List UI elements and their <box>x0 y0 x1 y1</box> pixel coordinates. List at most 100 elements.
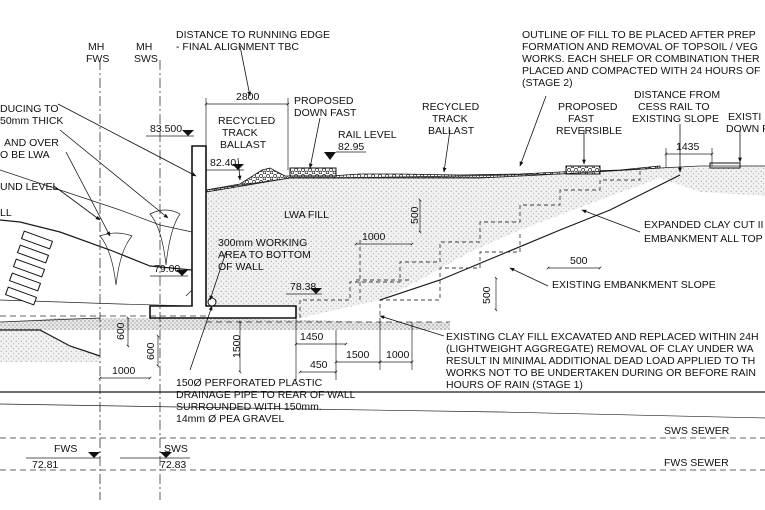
outline-fill-5: (STAGE 2) <box>522 77 573 89</box>
proposed-reversible-1: PROPOSED <box>558 101 618 113</box>
level-83500: 83.500 <box>150 123 182 135</box>
mh-fws-label-1: MH <box>88 41 104 53</box>
existing-clay-2: (LIGHTWEIGHT AGGREGATE) REMOVAL OF CLAY … <box>446 343 753 355</box>
outline-fill-4: PLACED AND COMPACTED WITH 24 HOURS OF <box>522 65 760 77</box>
proposed-down-fast-2: DOWN FAST <box>294 107 357 119</box>
level-8240: 82.40 <box>210 157 236 169</box>
expanded-clay-1: EXPANDED CLAY CUT II <box>644 219 763 231</box>
fws-level-triangle <box>88 452 100 458</box>
lvl-7838-triangle <box>310 288 322 294</box>
left-base-slab-2 <box>0 317 101 323</box>
dim-1435: 1435 <box>676 141 700 153</box>
recycled-ballast-1c: BALLAST <box>220 139 267 151</box>
level-7900: 79.00 <box>154 263 180 275</box>
lvl-8240-triangle <box>232 164 244 170</box>
existing-down-fast-track <box>709 162 741 169</box>
leader-lines <box>53 45 742 371</box>
outline-fill-2: FORMATION AND REMOVAL OF TOPSOIL / VEG <box>522 41 758 53</box>
existing-ground-left <box>0 219 193 271</box>
drainage-pipe <box>207 297 217 307</box>
dim-1000b: 1000 <box>386 349 410 361</box>
dist-cess-2: CESS RAIL TO <box>638 101 710 113</box>
ballast-bed <box>205 165 661 193</box>
left-note-6: LL <box>0 207 12 219</box>
dist-running-label-2: - FINAL ALIGNMENT TBC <box>176 41 299 53</box>
working-area-3: OF WALL <box>218 261 264 273</box>
sws-sewer-label: SWS SEWER <box>664 425 730 437</box>
wall-fillet <box>185 289 193 297</box>
mh-sws-label-1: MH <box>136 41 152 53</box>
dim-1000a: 1000 <box>362 231 386 243</box>
drain-note-1: 150Ø PERFORATED PLASTIC <box>176 377 323 389</box>
stepped-benches <box>299 170 641 318</box>
mh-fws-symbol <box>99 232 133 286</box>
fast-reversible-sleepers <box>565 165 601 175</box>
left-note-5: UND LEVEL <box>0 181 59 193</box>
dim-600a: 600 <box>115 322 127 340</box>
left-note-3: AND OVER <box>4 137 59 149</box>
lwa-fill-label: LWA FILL <box>284 209 329 221</box>
working-area-1: 300mm WORKING <box>218 237 307 249</box>
stepped-benches-lower <box>379 232 521 322</box>
existing-ground-left-2 <box>0 169 193 233</box>
drain-note-4: 14mm Ø PEA GRAVEL <box>176 413 285 425</box>
lwa-fill-area <box>206 166 765 318</box>
existing-clay-5: HOURS OF RAIN (STAGE 1) <box>446 379 583 391</box>
dim-600b: 600 <box>145 342 157 360</box>
proposed-reversible-2: FAST <box>568 113 595 125</box>
dist-running-label-1: DISTANCE TO RUNNING EDGE <box>176 29 330 41</box>
existing-embankment-slope <box>379 174 681 301</box>
existing-down-2: DOWN F <box>726 123 765 135</box>
existing-clay-1: EXISTING CLAY FILL EXCAVATED AND REPLACE… <box>446 331 759 343</box>
fill-outline-top <box>205 165 765 191</box>
ground-contour-1 <box>0 403 765 419</box>
sws-level-triangle <box>160 452 172 458</box>
dim-1000c: 1000 <box>112 365 136 377</box>
mh-sws-label-2: SWS <box>134 53 158 65</box>
sws-label: SWS <box>164 443 188 455</box>
existing-clay-4: WORKS NOT TO BE UNDERTAKEN DURING OR BEF… <box>446 367 756 379</box>
proposed-down-fast-1: PROPOSED <box>294 95 354 107</box>
level-7838: 78.38 <box>290 281 316 293</box>
dim-500a: 500 <box>409 206 421 224</box>
fws-value: 72.81 <box>32 459 58 471</box>
left-step-symbol <box>4 230 54 306</box>
dist-cess-1: DISTANCE FROM <box>634 89 720 101</box>
dim-1450: 1450 <box>300 331 324 343</box>
recycled-ballast-1a: RECYCLED <box>218 115 276 127</box>
recycled-ballast-1b: TRACK <box>222 127 258 139</box>
fws-label: FWS <box>54 443 77 455</box>
recycled-ballast-2b: TRACK <box>432 113 468 125</box>
left-low-fill <box>0 330 100 362</box>
left-base-slab <box>0 329 101 357</box>
drain-note-2: DRAINAGE PIPE TO REAR OF WALL <box>176 389 356 401</box>
drain-note-3: SURROUNDED WITH 150mm. <box>176 401 322 413</box>
dim-500c: 500 <box>481 286 493 304</box>
mh-sws-symbol <box>149 209 181 266</box>
existing-clay-3: RESULT IN MINIMAL ADDITIONAL DEAD LOAD A… <box>446 355 755 367</box>
dim-500b: 500 <box>570 255 588 267</box>
recycled-ballast-2a: RECYCLED <box>422 101 480 113</box>
existing-slope-label: EXISTING EMBANKMENT SLOPE <box>552 279 716 291</box>
rail-level-triangle <box>324 152 336 160</box>
sws-value: 72.83 <box>160 459 186 471</box>
existing-down-1: EXISTI <box>728 111 761 123</box>
left-note-2: 50mm THICK <box>0 115 63 127</box>
dim-1500a: 1500 <box>231 334 243 358</box>
rail-level-label: RAIL LEVEL <box>338 129 397 141</box>
expanded-clay-2: EMBANKMENT ALL TOP <box>644 233 763 245</box>
dim-450: 450 <box>310 359 328 371</box>
working-area-2: AREA TO BOTTOM <box>218 249 311 261</box>
recycled-ballast-2c: BALLAST <box>428 125 475 137</box>
left-note-1: DUCING TO <box>0 103 59 115</box>
left-note-4: O BE LWA <box>0 149 50 161</box>
outline-fill-1: OUTLINE OF FILL TO BE PLACED AFTER PREP <box>522 29 756 41</box>
mh-fws-label-2: FWS <box>86 53 109 65</box>
lvl-83500-triangle <box>182 130 194 136</box>
dim-2800: 2800 <box>236 91 260 103</box>
outline-fill-3: WORKS. EACH SHELF OR COMBINATION THER <box>522 53 760 65</box>
down-fast-sleepers <box>289 167 337 177</box>
proposed-reversible-3: REVERSIBLE <box>556 125 622 137</box>
dist-cess-3: EXISTING SLOPE <box>632 113 719 125</box>
